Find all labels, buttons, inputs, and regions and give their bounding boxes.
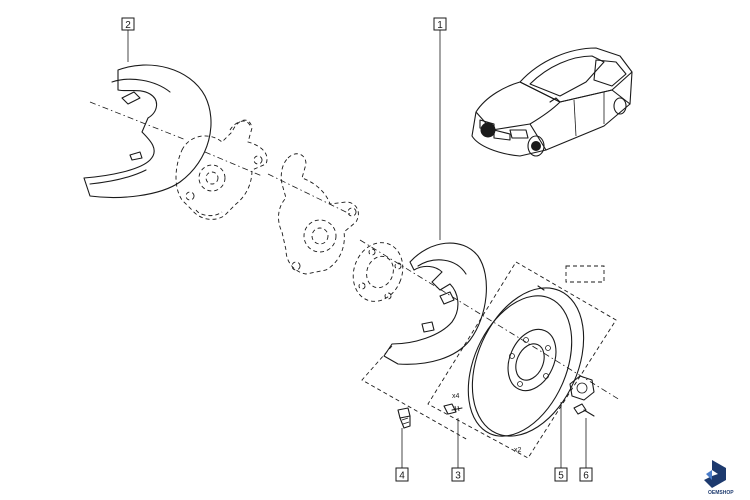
qty-bolts-label: x4 (452, 393, 460, 400)
backing-plate-right (383, 242, 487, 365)
car-thumbnail (471, 47, 633, 157)
shop-logo: OEMSHOP (704, 460, 734, 496)
steering-knuckle-left (175, 119, 268, 220)
label-box-6: 6 (579, 467, 593, 482)
svg-text:5: 5 (558, 471, 564, 482)
bolt-part-4 (397, 407, 411, 429)
label-box-2: 2 (121, 17, 135, 31)
screw-part-6 (573, 403, 595, 417)
kit-outline-left (361, 345, 469, 441)
qty-disc-label: x2 (514, 447, 522, 454)
svg-text:3: 3 (455, 471, 461, 482)
label-box-5: 5 (554, 467, 568, 482)
svg-text:6: 6 (583, 471, 589, 482)
leader-lines (127, 30, 587, 468)
label-box-4: 4 (395, 467, 409, 482)
logo-text: OEMSHOP (708, 490, 734, 496)
disc-screw-part-3 (443, 403, 463, 415)
steering-knuckle-center (278, 153, 359, 275)
kit-outline-disc (427, 261, 617, 459)
label-box-1: 1 (433, 17, 447, 31)
logo-mark-icon (704, 460, 726, 488)
wheel-nut-part-5 (569, 375, 595, 401)
backing-plate-left (83, 64, 212, 198)
hub-bearing (352, 242, 404, 302)
brake-disc (467, 285, 585, 437)
svg-text:4: 4 (399, 471, 405, 482)
svg-text:2: 2 (125, 20, 131, 31)
label-box-3: 3 (451, 467, 465, 482)
svg-text:1: 1 (437, 20, 443, 31)
